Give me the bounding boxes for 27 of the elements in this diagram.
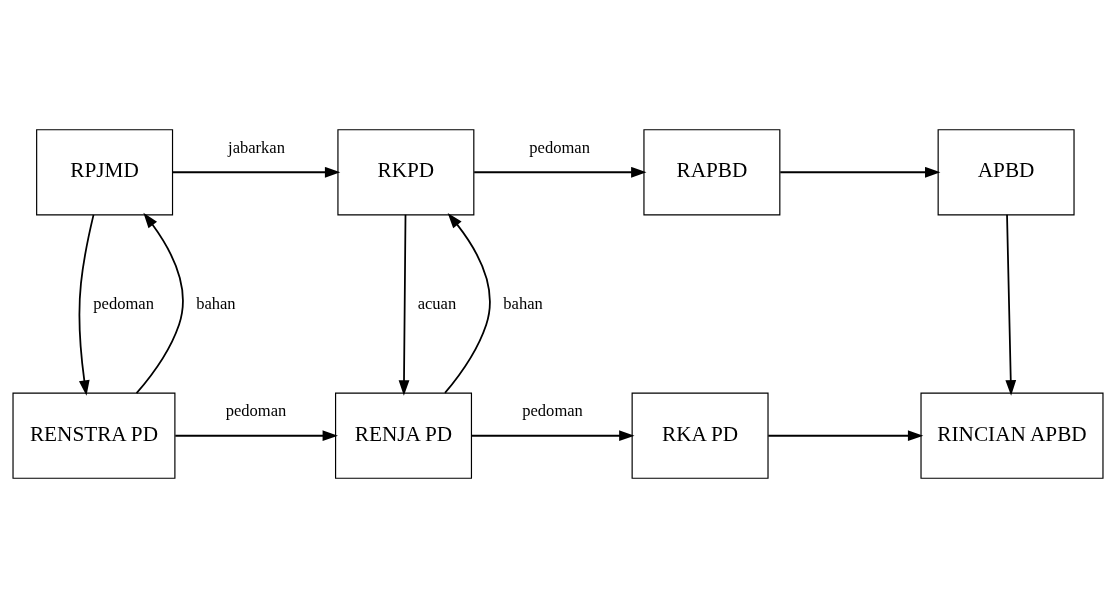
- node-box: RKA PD: [631, 392, 769, 479]
- edge-label: pedoman: [522, 400, 583, 420]
- edge-label: pedoman: [93, 293, 154, 313]
- arrow: [174, 429, 338, 441]
- arrow: [78, 213, 95, 396]
- arrow: [171, 166, 341, 178]
- arrow: [398, 213, 410, 396]
- edge-label: pedoman: [529, 137, 590, 157]
- arrow: [1005, 213, 1017, 396]
- node-box: APBD: [937, 128, 1075, 215]
- node-box: RENSTRA PD: [12, 392, 176, 479]
- edge-label: bahan: [196, 293, 236, 313]
- node-box: RINCIAN APBD: [920, 392, 1104, 479]
- arrow: [767, 429, 924, 441]
- edge-label: pedoman: [225, 400, 287, 420]
- arrow: [444, 212, 491, 394]
- node-box: RPJMD: [36, 128, 174, 215]
- arrow: [470, 429, 635, 441]
- arrow: [473, 166, 647, 178]
- arrow: [135, 212, 184, 394]
- node-box: RENJA PD: [335, 392, 473, 479]
- edge-label: bahan: [503, 293, 543, 313]
- arrow: [779, 166, 941, 178]
- node-box: RKPD: [337, 128, 475, 215]
- node-box: RAPBD: [643, 128, 781, 215]
- edge-label: acuan: [417, 293, 457, 313]
- edge-label: jabarkan: [228, 137, 285, 157]
